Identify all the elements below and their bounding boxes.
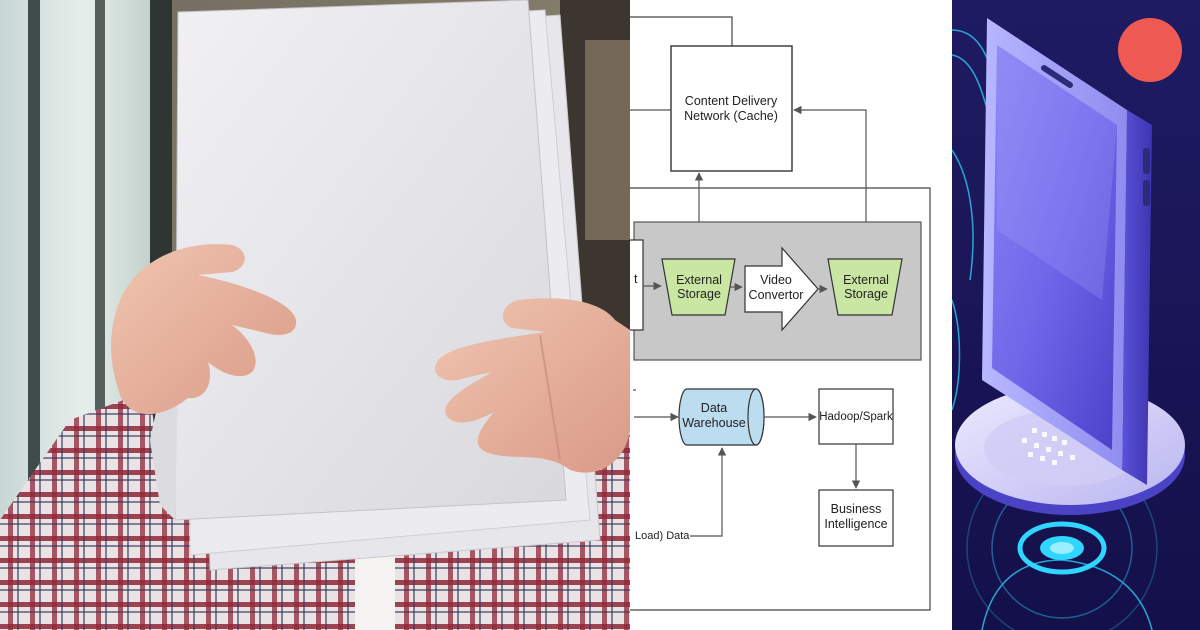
glow-ring bbox=[1017, 521, 1107, 575]
warehouse-line1: Data bbox=[701, 401, 727, 415]
person-holding-papers-photo bbox=[0, 0, 630, 630]
converter-line1: Video bbox=[760, 273, 792, 287]
outer-container bbox=[630, 187, 931, 611]
external-storage-left bbox=[661, 258, 736, 316]
volume-up-button bbox=[1143, 148, 1150, 174]
bi-line2: Intelligence bbox=[824, 517, 887, 531]
red-dot-icon bbox=[1118, 18, 1182, 82]
storage-left-line2: Storage bbox=[677, 287, 721, 301]
business-intelligence-box bbox=[818, 489, 894, 547]
warehouse-line2: Warehouse bbox=[682, 416, 746, 430]
arrow-storage-to-cdn bbox=[793, 105, 867, 258]
storage-right-line2: Storage bbox=[844, 287, 888, 301]
external-storage-right bbox=[827, 258, 903, 316]
bi-line1: Business bbox=[831, 502, 882, 516]
phone-illustration bbox=[952, 0, 1200, 630]
cdn-box bbox=[670, 45, 793, 172]
photo-illustration bbox=[0, 0, 630, 630]
diagram-canvas: Content Delivery Network (Cache) t Exter… bbox=[630, 16, 931, 611]
video-convertor bbox=[744, 246, 819, 332]
hadoop-spark-box bbox=[818, 388, 894, 445]
cut-left-box bbox=[630, 239, 644, 331]
load-data-label: Load) Data bbox=[635, 530, 690, 542]
storage-right-line1: External bbox=[843, 273, 889, 287]
stand-dots bbox=[1022, 428, 1075, 465]
phone-screen bbox=[992, 45, 1117, 450]
storage-left-line1: External bbox=[676, 273, 722, 287]
cdn-label-line2: Network (Cache) bbox=[684, 109, 778, 123]
converter-line2: Convertor bbox=[749, 288, 804, 302]
cut-left-text: t bbox=[634, 272, 638, 286]
arrow-load-to-warehouse bbox=[690, 447, 727, 537]
cdn-label-line1: Content Delivery bbox=[685, 94, 778, 108]
data-warehouse bbox=[678, 388, 765, 446]
isometric-smartphone-illustration bbox=[952, 0, 1200, 630]
hadoop-label: Hadoop/Spark bbox=[819, 411, 893, 423]
architecture-diagram: Content Delivery Network (Cache) t Exter… bbox=[630, 0, 952, 630]
phone-speaker bbox=[1041, 65, 1073, 88]
volume-down-button bbox=[1143, 180, 1150, 206]
